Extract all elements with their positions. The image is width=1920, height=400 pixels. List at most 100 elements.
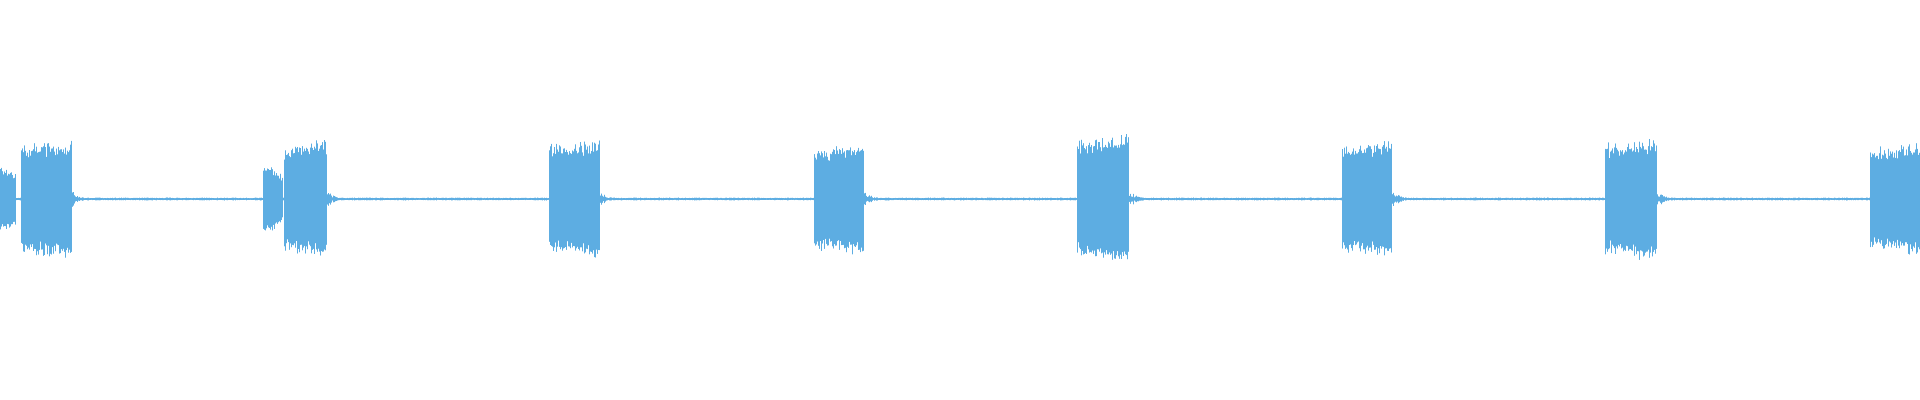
waveform-sample	[133, 197, 134, 201]
waveform-sample	[466, 197, 467, 201]
waveform-sample	[500, 198, 501, 201]
waveform-sample	[1051, 197, 1052, 201]
waveform-sample	[1624, 152, 1625, 250]
waveform-sample	[1015, 197, 1016, 201]
waveform-sample	[1012, 197, 1013, 201]
waveform-sample	[412, 197, 413, 201]
waveform-sample	[1017, 197, 1018, 201]
waveform-sample	[798, 198, 799, 201]
waveform-sample	[301, 154, 302, 245]
waveform-sample	[1037, 197, 1038, 201]
waveform-sample	[342, 197, 343, 201]
waveform-sample	[1021, 197, 1022, 200]
waveform-sample	[1382, 146, 1383, 247]
waveform-sample	[951, 197, 952, 200]
waveform-sample	[240, 197, 241, 200]
waveform-sample	[196, 197, 197, 200]
waveform-sample	[665, 197, 666, 200]
waveform-sample	[1161, 197, 1162, 201]
waveform-sample	[288, 152, 289, 243]
waveform-sample	[197, 197, 198, 200]
waveform-sample	[1295, 198, 1296, 200]
waveform-sample	[226, 197, 227, 201]
waveform-sample	[1446, 198, 1447, 200]
waveform-sample	[1363, 152, 1364, 250]
waveform-sample	[358, 197, 359, 201]
waveform-sample	[270, 170, 271, 230]
waveform-sample	[938, 198, 939, 201]
waveform-sample	[105, 198, 106, 201]
waveform-sample	[533, 198, 534, 201]
waveform-sample	[372, 197, 373, 201]
waveform-sample	[641, 198, 642, 201]
waveform-sample	[1698, 198, 1699, 200]
waveform-sample	[1038, 198, 1039, 201]
waveform-sample	[1691, 197, 1692, 201]
waveform-sample	[461, 198, 462, 200]
waveform-sample	[32, 150, 33, 245]
waveform-sample	[1508, 197, 1509, 200]
waveform-sample	[614, 197, 615, 201]
waveform-sample	[1434, 198, 1435, 201]
waveform-sample	[1207, 198, 1208, 200]
waveform-sample	[954, 197, 955, 201]
waveform-sample	[1604, 198, 1605, 200]
waveform-sample	[1376, 146, 1377, 247]
waveform-sample	[1042, 197, 1043, 201]
waveform-sample	[728, 198, 729, 200]
waveform-sample	[1777, 197, 1778, 201]
waveform-sample	[333, 195, 334, 203]
waveform-sample	[388, 198, 389, 200]
waveform-sample	[1602, 197, 1603, 201]
waveform-sample	[419, 198, 420, 200]
waveform-sample	[1183, 197, 1184, 201]
waveform-sample	[613, 197, 614, 201]
waveform-sample	[1340, 197, 1341, 201]
waveform-sample	[1438, 198, 1439, 200]
waveform-sample	[1724, 197, 1725, 201]
waveform-sample	[131, 198, 132, 200]
waveform-sample	[369, 197, 370, 201]
waveform-sample	[1786, 198, 1787, 201]
waveform-sample	[1598, 197, 1599, 201]
waveform-sample	[24, 145, 25, 252]
waveform-sample	[755, 198, 756, 201]
waveform-sample	[647, 198, 648, 200]
waveform-sample	[176, 197, 177, 201]
waveform-sample	[77, 196, 78, 202]
waveform-sample	[793, 198, 794, 200]
waveform-sample	[454, 198, 455, 201]
waveform-sample	[201, 197, 202, 201]
waveform-sample	[1630, 149, 1631, 249]
waveform-sample	[1421, 198, 1422, 200]
waveform-sample	[1785, 198, 1786, 200]
waveform-sample	[54, 151, 55, 246]
waveform-sample	[1155, 198, 1156, 200]
waveform-sample	[1662, 195, 1663, 203]
waveform-sample	[1553, 198, 1554, 200]
waveform-sample	[193, 197, 194, 201]
waveform-sample	[1284, 197, 1285, 200]
waveform-sample	[1169, 198, 1170, 200]
waveform-sample	[812, 198, 813, 200]
waveform-sample	[225, 198, 226, 200]
waveform-sample	[639, 198, 640, 200]
waveform-sample	[283, 197, 284, 201]
waveform-sample	[1467, 198, 1468, 201]
waveform-sample	[1209, 198, 1210, 201]
waveform-sample	[582, 152, 583, 252]
waveform-sample	[1182, 197, 1183, 201]
waveform-sample	[450, 197, 451, 200]
waveform-sample	[1748, 198, 1749, 200]
waveform-sample	[959, 198, 960, 200]
waveform-sample	[719, 198, 720, 200]
waveform-sample	[1519, 198, 1520, 200]
waveform-sample	[985, 198, 986, 201]
waveform-sample	[258, 198, 259, 200]
waveform-sample	[1269, 197, 1270, 200]
waveform-sample	[1495, 197, 1496, 201]
waveform-sample	[1369, 146, 1370, 248]
waveform-sample	[1139, 197, 1140, 201]
waveform-sample	[424, 197, 425, 200]
waveform-sample	[218, 198, 219, 200]
